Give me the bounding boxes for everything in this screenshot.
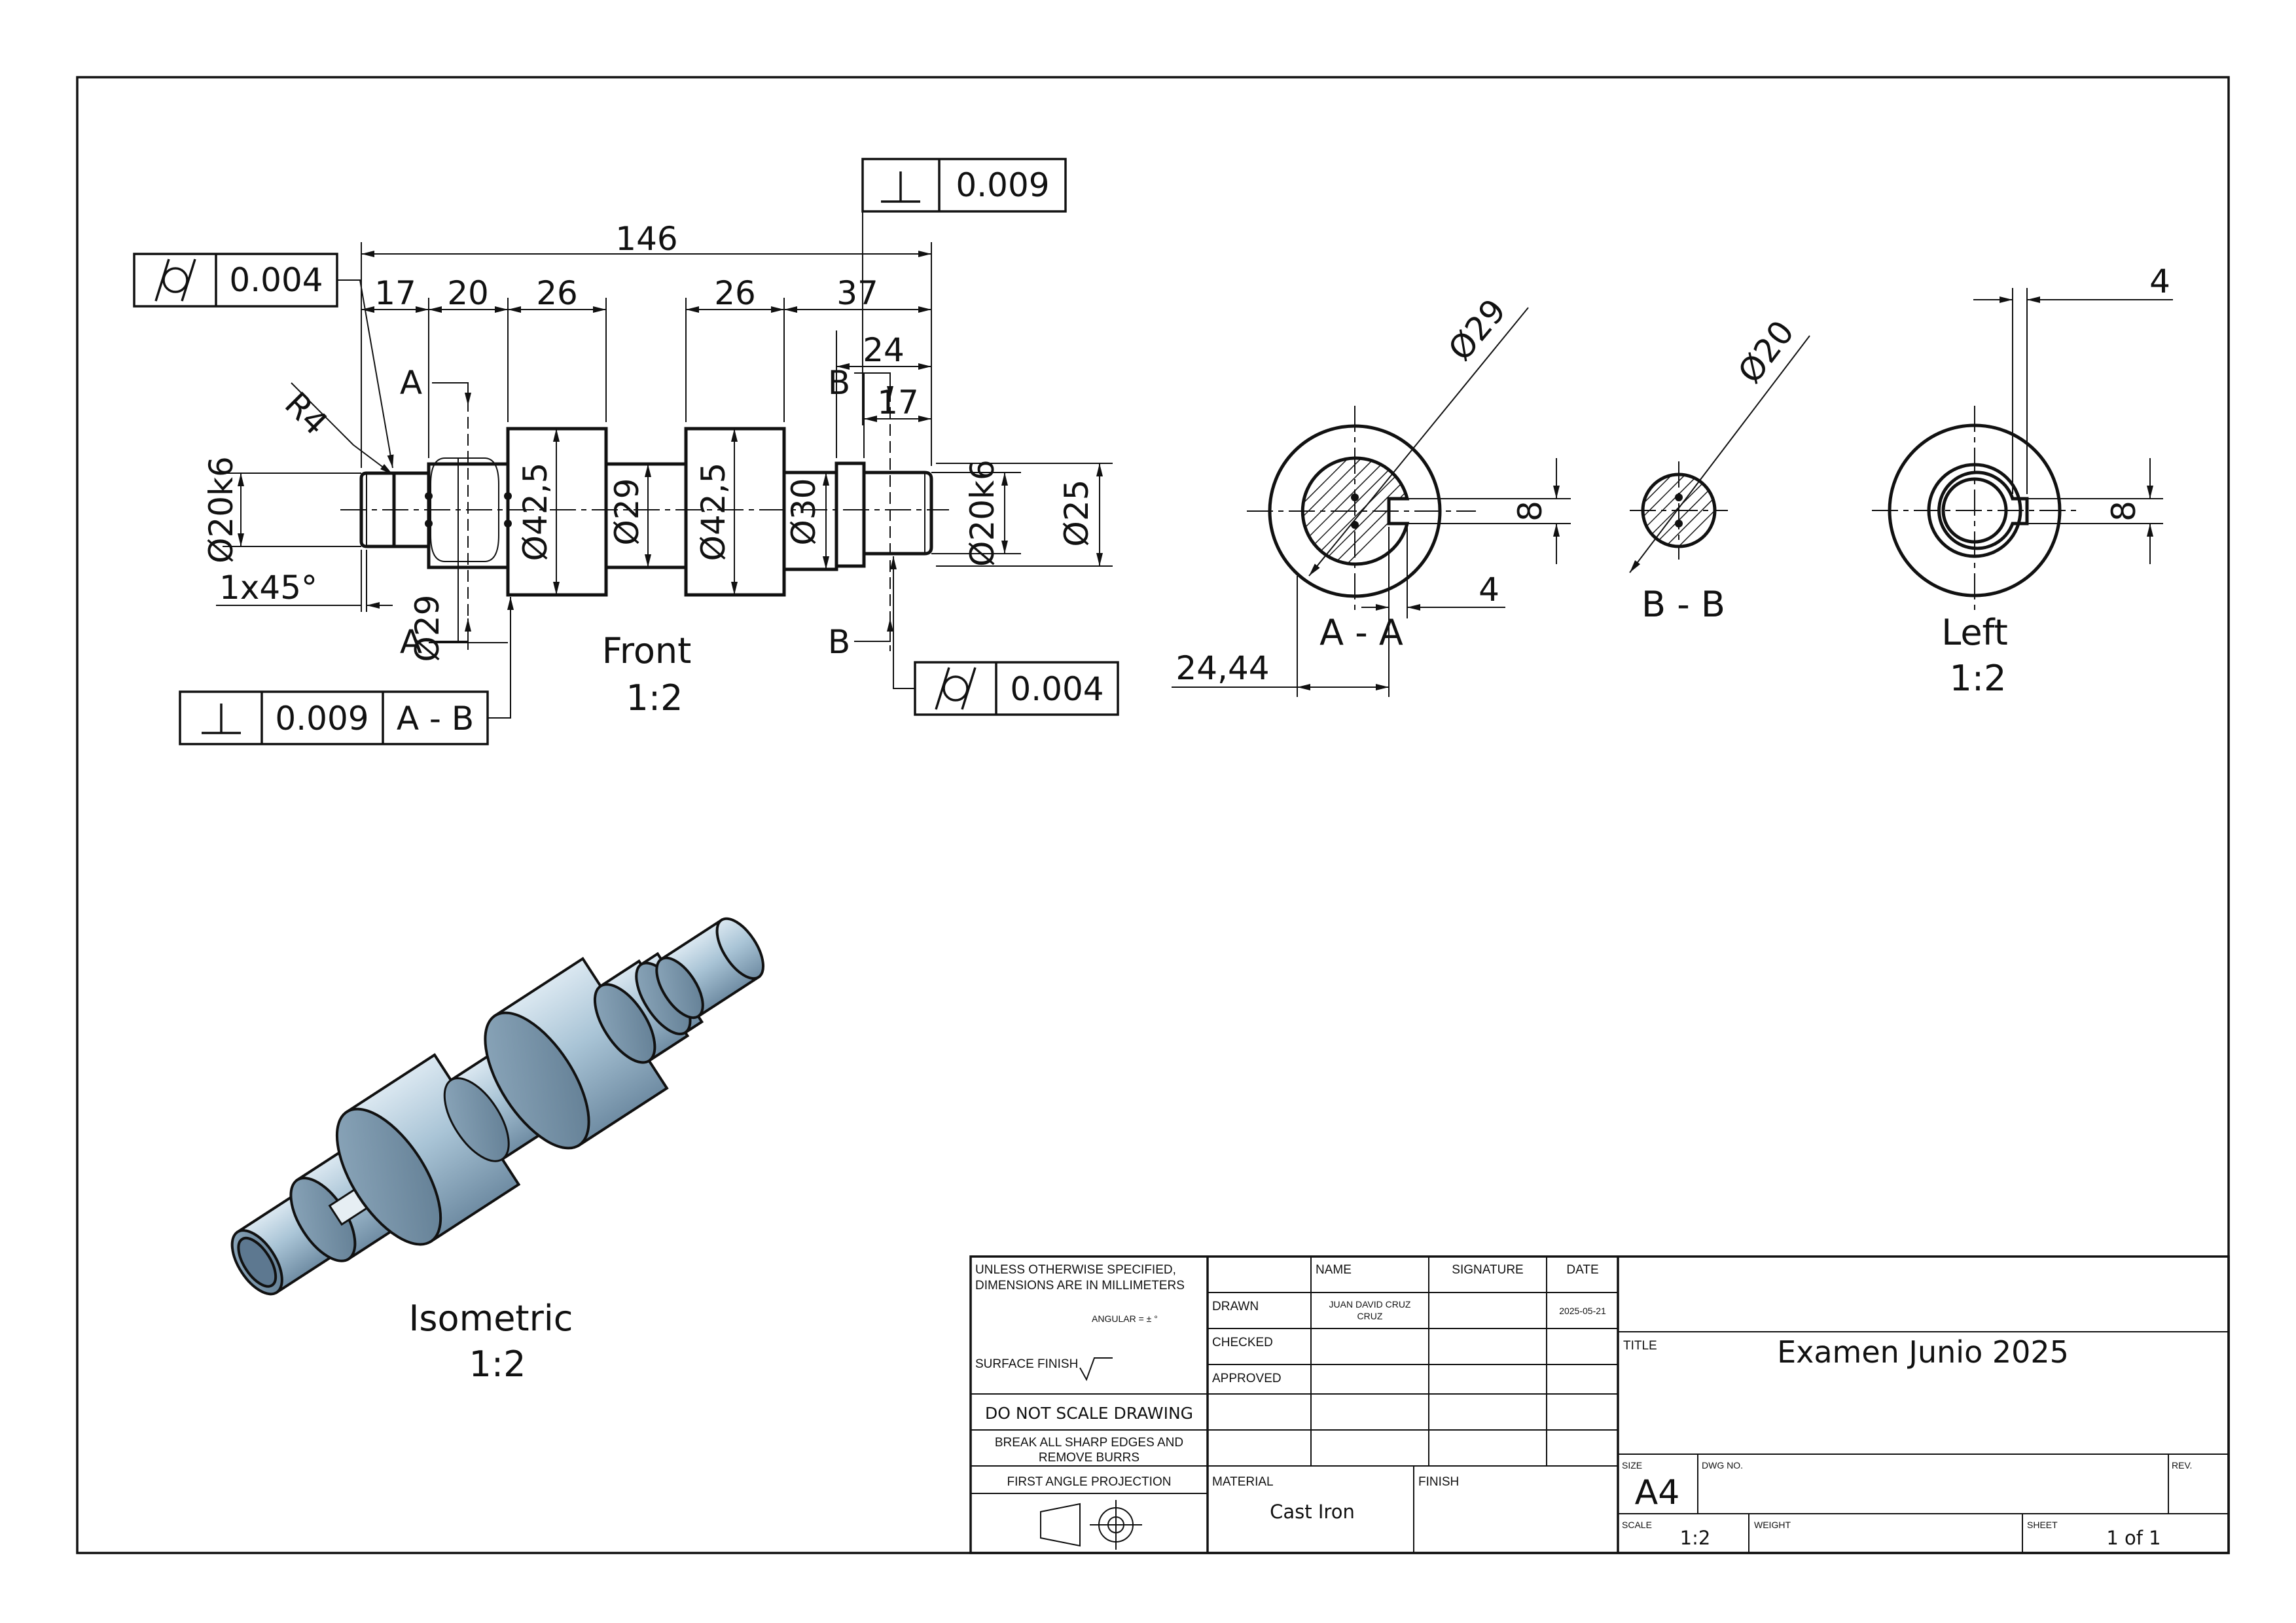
section-b-label: B - B [1641,584,1725,625]
dim-dia29-mid: Ø29 [608,478,646,546]
tb-drawn-name-2: CRUZ [1357,1311,1383,1321]
tb-col-date: DATE [1566,1263,1598,1277]
tb-break-edges-1: BREAK ALL SHARP EDGES AND [995,1436,1183,1450]
tb-title-label: TITLE [1623,1339,1657,1353]
surface-finish-icon [1079,1357,1113,1382]
gdt-perpendicularity-bottom: 0.009 A - B [179,597,514,745]
dim-26-left: 26 [536,274,578,312]
left-view-outer-circle [1888,423,2062,597]
dim-20: 20 [447,274,489,312]
section-a-outer [1268,424,1442,598]
left-view: 4 8 Left 1:2 [1872,262,2173,699]
isometric-label: Isometric [409,1298,573,1339]
tb-do-not-scale: DO NOT SCALE DRAWING [985,1404,1193,1423]
dim-left-view-key-height: 8 [2105,501,2143,522]
first-angle-projection-icon [1040,1500,1142,1550]
tb-row-approved: APPROVED [1212,1372,1282,1385]
gdt-cylindricity-left: 0.004 [133,253,394,469]
svg-text:0.009: 0.009 [275,700,368,738]
svg-text:0.004: 0.004 [229,261,323,299]
tb-weight-label: WEIGHT [1754,1520,1791,1530]
tb-col-name: NAME [1316,1263,1352,1277]
tb-drawn-date: 2025-05-21 [1559,1306,1606,1316]
left-view-label: Left [1941,612,2008,653]
isometric-view: Isometric 1:2 [230,917,765,1385]
tb-sheet: 1 of 1 [2106,1527,2161,1549]
dim-section-a-key-height: 8 [1511,501,1549,522]
tb-notes-line1: UNLESS OTHERWISE SPECIFIED, [975,1263,1176,1277]
dim-section-a-key-depth: 4 [1479,571,1499,609]
right-journal [862,471,933,556]
dim-26-right: 26 [714,274,756,312]
tb-dwg-label: DWG NO. [1702,1460,1743,1471]
gdt-cylindricity-right: 0.004 [890,556,1119,716]
section-mark-b-top: B [828,364,850,402]
svg-text:0.004: 0.004 [1010,670,1103,708]
tb-finish-label: FINISH [1418,1475,1459,1489]
dim-dia20k6-right: Ø20k6 [963,459,1001,567]
dim-section-a-dia: Ø29 [1441,292,1514,368]
dim-dia42-5-right: Ø42,5 [694,463,732,562]
dim-chamfer: 1x45° [219,569,317,607]
dim-dia20k6-left: Ø20k6 [202,456,240,563]
front-view-label: Front [602,630,692,671]
dim-17-left: 17 [374,274,416,312]
dim-left-view-4: 4 [2149,262,2170,300]
dim-146: 146 [615,220,677,258]
section-mark-a-bottom: A [400,623,422,661]
front-view-scale: 1:2 [626,677,683,719]
tb-sheet-label: SHEET [2027,1520,2058,1530]
section-mark-a-top: A [400,364,422,402]
dim-dia42-5-left: Ø42,5 [516,463,554,562]
tb-scale-label: SCALE [1622,1520,1652,1530]
tb-angular: ANGULAR = ± ° [1092,1313,1158,1324]
tb-drawn-name-1: JUAN DAVID CRUZ [1329,1299,1411,1310]
left-view-scale: 1:2 [1950,658,2007,699]
title-block: UNLESS OTHERWISE SPECIFIED, DIMENSIONS A… [969,1255,2230,1554]
front-view: 146 17 20 26 26 37 24 17 R4 Ø20k6 1x45° [133,158,1119,745]
tb-break-edges-2: REMOVE BURRS [1039,1451,1139,1465]
section-mark-b-bottom: B [828,623,850,661]
tb-material: Cast Iron [1270,1501,1355,1523]
tb-size-label: SIZE [1622,1460,1642,1471]
svg-text:A - B: A - B [397,700,474,738]
dim-dia25: Ø25 [1058,480,1096,547]
tb-material-label: MATERIAL [1212,1475,1274,1489]
tb-row-checked: CHECKED [1212,1336,1273,1349]
tb-notes-line2: DIMENSIONS ARE IN MILLIMETERS [975,1279,1185,1293]
dim-24: 24 [863,331,905,369]
left-view-shaft [1937,471,2029,550]
tb-row-drawn: DRAWN [1212,1300,1259,1313]
tb-scale: 1:2 [1680,1527,1711,1549]
dim-37: 37 [836,274,878,312]
dim-section-a-offset: 24,44 [1175,649,1269,687]
tb-rev-label: REV. [2172,1460,2192,1471]
left-view-collar-circle [1927,463,2022,558]
dim-dia29-key: Ø29 [408,595,446,662]
section-a-a: Ø29 8 4 24,44 A - A [1172,292,1571,697]
gdt-perpendicularity-top: 0.009 [861,158,1067,425]
tb-projection: FIRST ANGLE PROJECTION [1007,1475,1172,1489]
step-25 [834,461,866,568]
dim-section-b-dia: Ø20 [1731,313,1801,390]
dim-17-right: 17 [877,383,919,421]
isometric-scale: 1:2 [469,1344,526,1385]
tb-title: Examen Junio 2025 [1777,1334,2069,1370]
section-b-b: Ø20 B - B [1629,313,1810,625]
svg-text:0.009: 0.009 [956,166,1049,204]
dim-r4: R4 [278,385,335,442]
tb-col-signature: SIGNATURE [1452,1263,1523,1277]
dim-dia30: Ø30 [785,478,823,546]
section-a-label: A - A [1319,612,1403,653]
tb-surface-finish: SURFACE FINISH [975,1357,1078,1371]
tb-size: A4 [1635,1473,1680,1512]
